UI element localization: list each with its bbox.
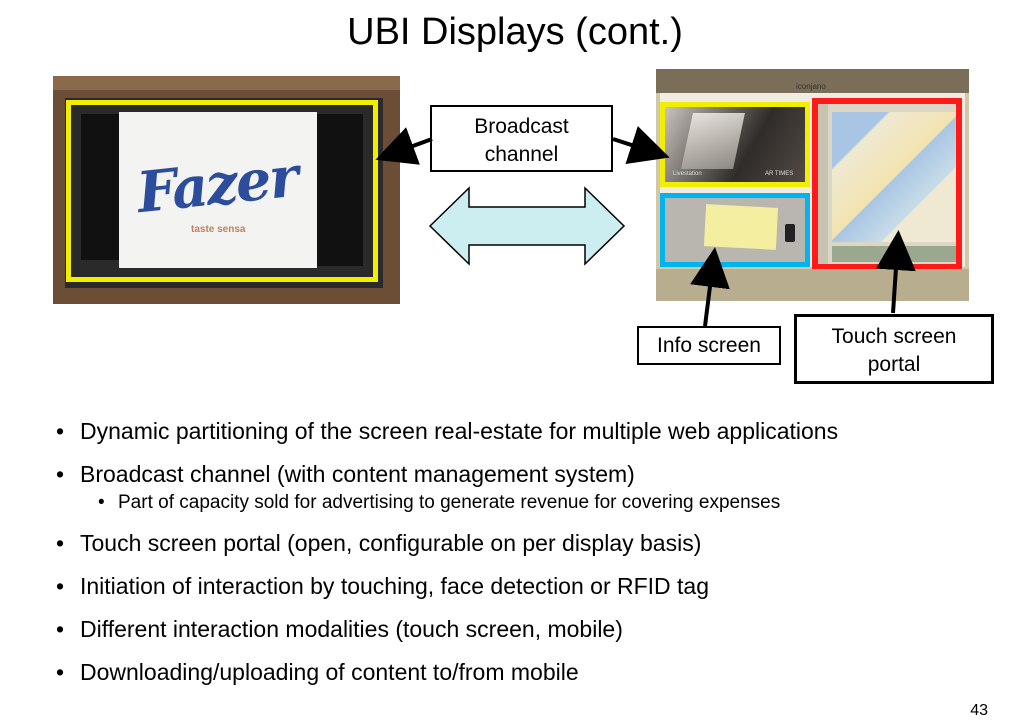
- callout-line-1: Broadcast: [474, 115, 569, 138]
- display-header-logo: iconjano: [796, 82, 826, 91]
- bullet-item: Downloading/uploading of content to/from…: [56, 658, 996, 686]
- bullet-item: Initiation of interaction by touching, f…: [56, 572, 996, 600]
- video-tag: AR TIMES: [765, 171, 794, 177]
- arrow-to-info-screen: [690, 247, 730, 327]
- broadcast-channel-callout: Broadcast channel: [430, 105, 613, 172]
- bullet-list: Dynamic partitioning of the screen real-…: [56, 417, 996, 686]
- arrow-to-left-display: [375, 127, 433, 165]
- broadcast-frame: [66, 100, 378, 282]
- video-caption: Livestation: [673, 171, 702, 177]
- slide-title: UBI Displays (cont.): [347, 11, 683, 53]
- callout-line-2: channel: [484, 143, 559, 166]
- map-view: [832, 112, 956, 242]
- callout-line-1: Info screen: [657, 334, 761, 357]
- info-screen-callout: Info screen: [637, 326, 781, 365]
- bullet-item: Different interaction modalities (touch …: [56, 615, 996, 643]
- sub-bullet-item: Part of capacity sold for advertising to…: [56, 491, 996, 515]
- bullet-item: Dynamic partitioning of the screen real-…: [56, 417, 996, 445]
- bullet-item: Touch screen portal (open, configurable …: [56, 529, 996, 557]
- callout-line-2: portal: [867, 353, 921, 376]
- fazer-ad: Fazer taste sensa: [119, 112, 317, 268]
- info-screen-area: [660, 193, 810, 267]
- bullet-item: Broadcast channel (with content manageme…: [56, 460, 996, 488]
- fazer-tagline: taste sensa: [191, 224, 246, 235]
- callout-line-1: Touch screen: [831, 325, 957, 348]
- double-arrow: [428, 186, 626, 266]
- touch-screen-portal-callout: Touch screen portal: [794, 314, 994, 384]
- arrow-to-touch-portal: [875, 230, 916, 314]
- broadcast-display-photo: Fazer taste sensa: [53, 76, 400, 304]
- page-number: 43: [970, 702, 988, 719]
- arrow-to-right-video: [612, 126, 670, 165]
